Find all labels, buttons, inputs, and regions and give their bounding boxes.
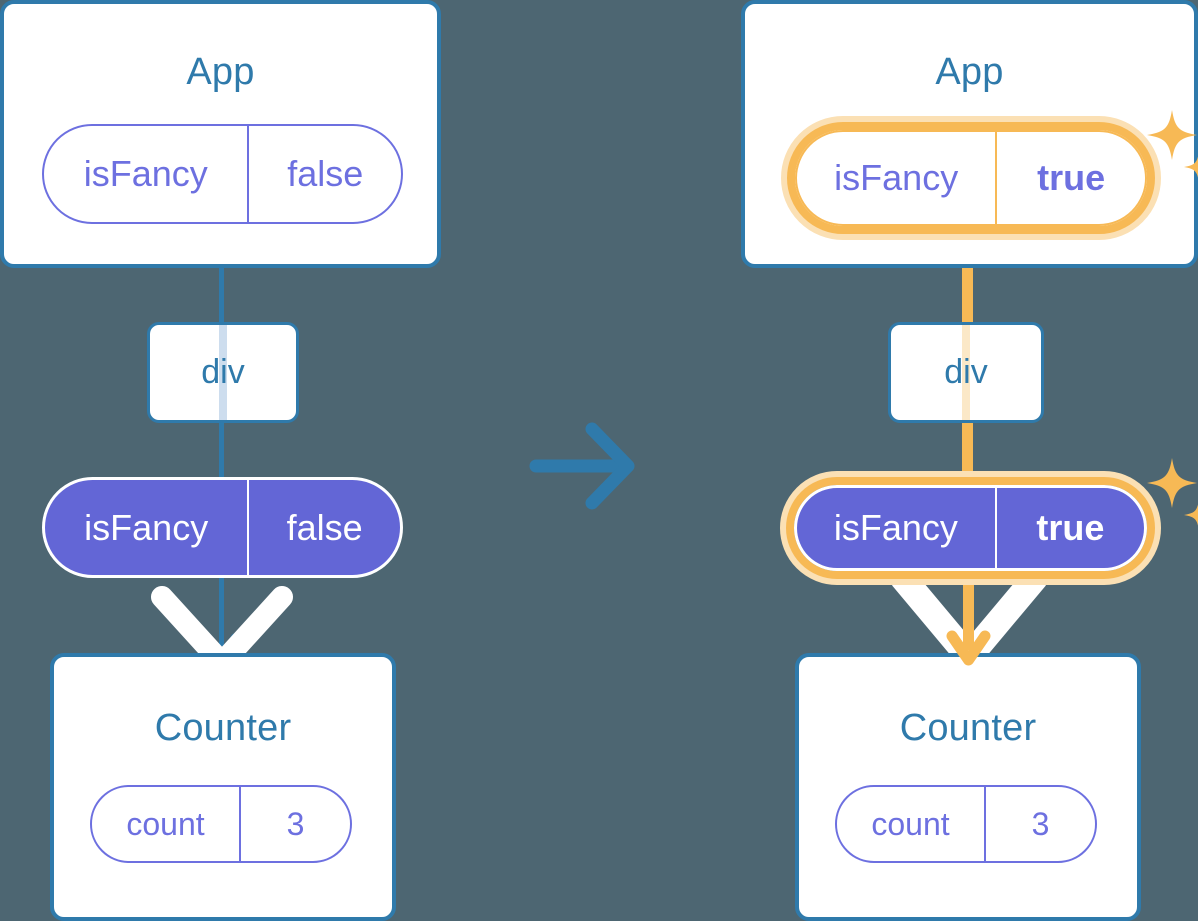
prop-key: isFancy xyxy=(84,506,209,548)
div-element-box[interactable]: div xyxy=(888,322,1044,423)
app-state-pill[interactable]: isFancy false xyxy=(42,124,403,224)
counter-state-value: 3 xyxy=(239,787,350,861)
connector-app-to-div xyxy=(219,255,224,335)
prop-pill[interactable]: isFancy false xyxy=(42,477,403,578)
transition-arrow-icon xyxy=(529,422,635,510)
app-state-value: false xyxy=(247,126,401,222)
counter-state-pill[interactable]: count 3 xyxy=(90,785,352,863)
counter-state-pill[interactable]: count 3 xyxy=(835,785,1097,863)
highlight-glow xyxy=(781,116,1161,240)
prop-key: isFancy xyxy=(833,507,958,548)
app-state-key: isFancy xyxy=(834,157,959,198)
counter-state-key: count xyxy=(871,805,950,842)
div-passthrough-line xyxy=(219,325,227,420)
after-state-diagram: App isFancy true div isFancy true xyxy=(599,0,1198,921)
highlight-ring xyxy=(786,477,1155,579)
connector-div-to-prop xyxy=(219,408,224,498)
highlight-ring xyxy=(787,122,1155,234)
counter-title: Counter xyxy=(899,707,1037,749)
div-element-box[interactable]: div xyxy=(147,322,299,423)
sparkle-icon xyxy=(1147,110,1198,178)
prop-pill-highlight xyxy=(780,471,1161,585)
app-state-pill[interactable]: isFancy true xyxy=(795,130,1147,226)
sparkle-icon xyxy=(1147,458,1198,526)
app-state-pill-highlight xyxy=(781,116,1161,240)
div-label: div xyxy=(201,353,245,391)
div-label: div xyxy=(944,353,988,391)
app-state-key: isFancy xyxy=(83,153,208,194)
prop-value: true xyxy=(994,488,1144,568)
counter-state-value: 3 xyxy=(984,787,1095,861)
counter-title: Counter xyxy=(154,707,292,749)
app-title: App xyxy=(935,51,1004,93)
connector-div-to-prop xyxy=(962,408,973,498)
prop-value: false xyxy=(247,480,400,575)
counter-state-key: count xyxy=(126,805,205,842)
div-passthrough-line xyxy=(962,325,970,420)
app-state-value: true xyxy=(995,132,1145,224)
app-title: App xyxy=(186,51,255,93)
before-state-diagram: App isFancy false div isFancy false Coun… xyxy=(0,0,441,921)
prop-pill[interactable]: isFancy true xyxy=(794,485,1147,571)
highlight-glow xyxy=(780,471,1161,585)
connector-app-to-div xyxy=(962,232,973,337)
